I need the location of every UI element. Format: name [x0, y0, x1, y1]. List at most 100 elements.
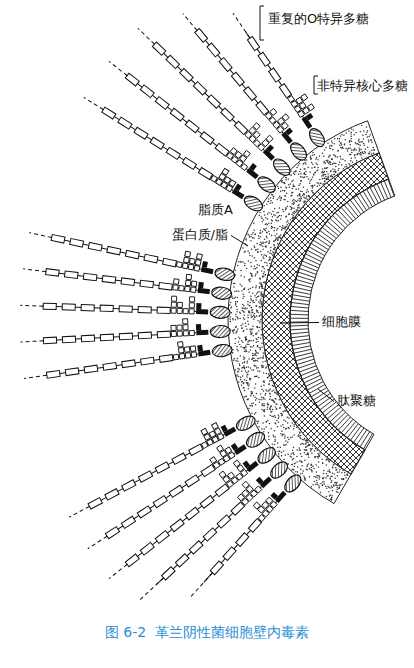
stipple-dot: [262, 242, 264, 244]
stipple-dot: [284, 183, 286, 185]
stipple-dot: [361, 141, 363, 143]
core-sugar: [282, 114, 289, 121]
stipple-dot: [269, 233, 271, 235]
stipple-dot: [264, 394, 266, 396]
stipple-dot: [365, 148, 367, 150]
stipple-dot: [268, 198, 270, 200]
stipple-dot: [292, 459, 294, 461]
stipple-dot: [344, 139, 346, 141]
stipple-dot: [243, 382, 245, 384]
stipple-dot: [270, 247, 272, 249]
stipple-dot: [288, 417, 290, 419]
stipple-dot: [256, 267, 258, 269]
stipple-dot: [261, 284, 263, 286]
stripe: [304, 257, 320, 265]
stipple-dot: [345, 477, 347, 479]
stipple-dot: [360, 149, 362, 151]
stipple-dot: [263, 271, 265, 273]
stipple-dot: [261, 286, 263, 288]
core-sugar: [308, 104, 315, 111]
stipple-dot: [310, 157, 312, 159]
stipple-dot: [281, 430, 283, 432]
core-sugar: [201, 428, 208, 435]
stipple-dot: [337, 475, 339, 477]
stripe: [377, 184, 385, 200]
sugar-unit: [185, 507, 199, 520]
sugar-unit: [248, 519, 261, 533]
stipple-dot: [303, 186, 305, 188]
sugar-unit: [118, 117, 132, 129]
chain-line: [154, 44, 265, 151]
sugar-unit: [46, 269, 60, 277]
stipple-dot: [255, 365, 256, 367]
sugar-unit: [247, 36, 259, 50]
lps-molecules: [20, 4, 335, 604]
stipple-dot: [245, 238, 247, 240]
stipple-dot: [348, 163, 350, 165]
stipple-dot: [326, 171, 328, 173]
stipple-dot: [242, 362, 244, 364]
stipple-dot: [274, 422, 276, 424]
stipple-dot: [269, 256, 271, 258]
sugar-unit: [51, 235, 65, 244]
stipple-dot: [269, 240, 271, 242]
lps-molecule: [80, 422, 267, 554]
stripe: [335, 415, 348, 428]
stipple-dot: [311, 167, 313, 169]
stipple-dot: [251, 248, 253, 250]
stipple-dot: [251, 369, 253, 371]
stipple-dot: [250, 340, 252, 342]
stipple-dot: [274, 439, 276, 441]
stipple-dot: [234, 343, 236, 345]
stipple-dot: [246, 268, 248, 270]
stipple-dot: [300, 176, 302, 178]
stipple-dot: [250, 333, 252, 335]
stipple-dot: [246, 308, 248, 310]
stipple-dot: [251, 274, 253, 276]
stipple-dot: [277, 186, 279, 188]
stipple-dot: [302, 195, 304, 197]
lps-molecule: [178, 4, 316, 163]
stipple-dot: [265, 246, 267, 248]
stipple-dot: [348, 130, 350, 132]
stipple-dot: [340, 156, 342, 158]
stipple-dot: [262, 367, 264, 369]
stipple-dot: [296, 201, 298, 203]
stipple-dot: [316, 450, 318, 452]
stipple-dot: [314, 456, 316, 458]
core-link: [249, 163, 257, 171]
stipple-dot: [278, 418, 280, 420]
chain-line: [51, 237, 202, 269]
stipple-dot: [285, 195, 287, 197]
stipple-dot: [285, 440, 287, 442]
core-link: [285, 128, 293, 136]
stipple-dot: [265, 223, 267, 225]
stripe: [302, 372, 319, 379]
stipple-dot: [253, 319, 255, 321]
stipple-dot: [253, 365, 255, 367]
leader-lines: [231, 235, 334, 401]
stipple-dot: [272, 400, 274, 402]
stripe: [292, 299, 310, 302]
stipple-dot: [326, 464, 328, 466]
stipple-dot: [243, 288, 245, 290]
stipple-dot: [261, 218, 263, 220]
sugar-unit: [140, 280, 154, 288]
lps-molecule: [20, 317, 231, 348]
core-sugar: [201, 442, 208, 449]
stipple-dot: [328, 486, 330, 488]
stipple-dot: [305, 450, 307, 452]
stipple-dot: [262, 245, 264, 247]
stipple-dot: [249, 255, 251, 257]
stipple-dot: [293, 452, 295, 454]
sugar-unit: [62, 336, 75, 343]
stipple-dot: [245, 251, 247, 253]
stipple-dot: [258, 291, 260, 293]
stipple-dot: [267, 218, 269, 220]
stipple-dot: [250, 236, 252, 238]
lps-molecule: [22, 254, 233, 300]
stipple-dot: [279, 226, 281, 228]
stipple-dot: [266, 390, 268, 392]
stipple-dot: [270, 197, 272, 199]
stipple-dot: [307, 440, 309, 442]
